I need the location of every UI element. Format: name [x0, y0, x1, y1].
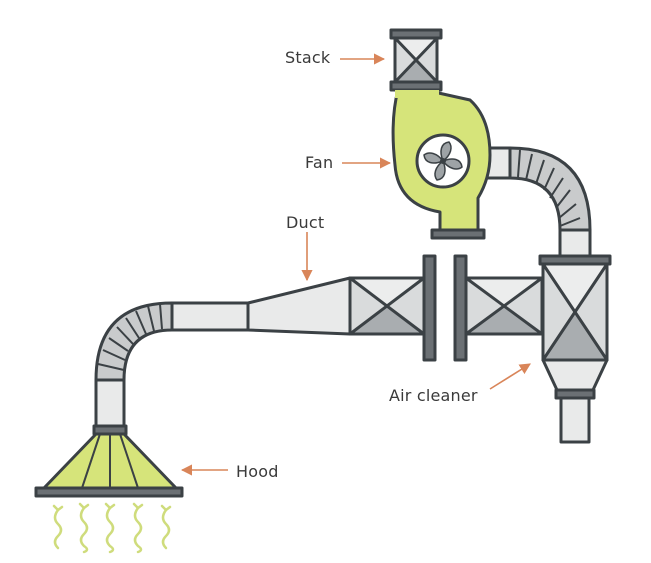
inlet-filter: [348, 276, 426, 336]
duct: [94, 276, 352, 428]
fan: [391, 88, 492, 240]
fan-blade-icon: [423, 141, 463, 181]
airflow-wave-icon: [133, 506, 143, 554]
airflow-wave-icon: [161, 508, 171, 550]
stack: [389, 28, 443, 92]
duct-label: Duct: [286, 213, 325, 232]
airflow-wave-icon: [79, 506, 89, 554]
arrow-icon: [489, 363, 531, 390]
return-duct: [474, 144, 592, 260]
hood: [34, 424, 184, 498]
airflow-wave-icon: [53, 508, 63, 550]
air-cleaner: [538, 254, 612, 444]
air-cleaner-label: Air cleaner: [389, 386, 478, 405]
flanges: [422, 254, 468, 362]
pointer-arrows: [180, 53, 531, 476]
airflow-waves: [52, 502, 172, 554]
airflow-wave-icon: [105, 506, 115, 554]
filter-section: [464, 276, 544, 336]
hood-label: Hood: [236, 462, 279, 481]
stack-label: Stack: [285, 48, 331, 67]
fan-label: Fan: [305, 153, 334, 172]
